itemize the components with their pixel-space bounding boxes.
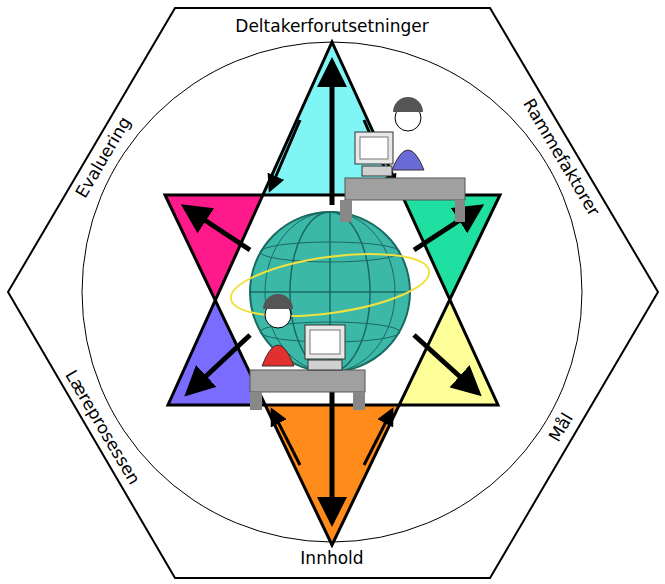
person-top	[340, 97, 465, 222]
inner-circle	[82, 42, 582, 542]
star-arrows	[185, 62, 480, 522]
globe	[227, 212, 433, 372]
hexagon-frame	[8, 8, 658, 578]
star-tips	[165, 42, 500, 545]
side-label: Deltakerforutsetninger	[235, 17, 428, 36]
person-bottom	[250, 294, 365, 410]
side-label: Innhold	[300, 549, 363, 568]
star-outline	[165, 42, 500, 545]
